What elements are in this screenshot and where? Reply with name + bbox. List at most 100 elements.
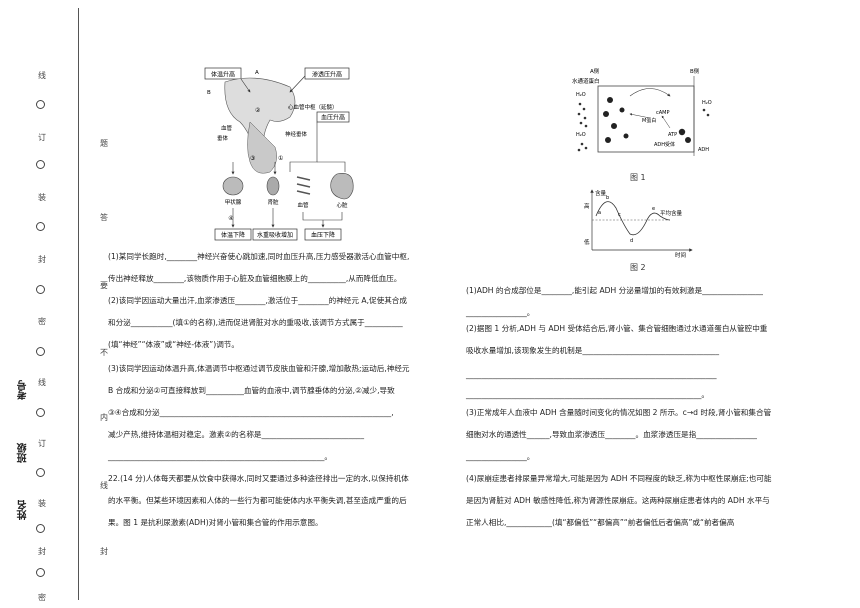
label-thyroid: 甲状腺 (225, 198, 242, 206)
xingming-label: 姓名 (18, 500, 29, 520)
fig2-pt-a: a (598, 210, 601, 216)
label-pituitary: 垂体 (217, 134, 229, 142)
question-line: ________________________________________… (108, 452, 333, 461)
question-line: 传出神经释放________,该物质作用于心脏及血管细胞膜上的_________… (108, 274, 402, 283)
fig1-h2o-b: H₂O (702, 100, 712, 106)
fig2-pt-c: c (618, 212, 621, 218)
question-line: ③④合成和分泌_________________________________… (108, 408, 394, 417)
binding-circle (36, 160, 45, 169)
question-line: 果。图 1 是抗利尿激素(ADH)对肾小管和集合管的作用示意图。 (108, 518, 323, 527)
binding-circle (36, 285, 45, 294)
question-line: 正常人相比,____________(填“都偏低”“都偏高”“前者偏低后者偏高”… (466, 518, 735, 527)
inner-warning-char: 答 (100, 213, 108, 222)
kidney-shape (266, 176, 280, 196)
label-vessel: 血管 (221, 124, 233, 132)
box-bp: 血压升高 (321, 114, 345, 122)
binding-circle (36, 408, 45, 417)
regulation-diagram: 体温升高 渗透压升高 A B 心血管中枢（延髓） 血压升高 血管 垂体 神经垂体… (204, 67, 354, 241)
fig1-side-b: B侧 (690, 67, 700, 75)
box-out2: 水重吸收增加 (257, 231, 293, 239)
binding-circle (36, 568, 45, 577)
fig2-pt-e: e (652, 206, 655, 212)
binding-mark: 封 (38, 547, 46, 556)
fig1-adh: ADH (698, 147, 709, 153)
mark-c3: ③ (250, 155, 255, 162)
box-out3: 血压下降 (311, 231, 335, 239)
adh-mechanism-figure: A侧 B侧 水通道蛋白 H₂O H₂O H₂O cAMP M蛋白 ATP ADH… (572, 67, 712, 156)
question-line: (填“神经”“体液”或“神经-体液”)调节。 (108, 340, 239, 349)
question-line: (2)据图 1 分析,ADH 与 ADH 受体结合后,肾小管、集合管细胞通过水通… (466, 324, 768, 333)
binding-mark: 密 (38, 593, 46, 602)
mark-c1: ① (278, 155, 283, 162)
fig2-pt-d: d (630, 238, 633, 244)
fig1-h2o-a1: H₂O (576, 92, 586, 98)
question-line: ________________。 (466, 308, 535, 317)
label-nerve: 神经垂体 (285, 130, 308, 138)
binding-mark: 线 (38, 71, 46, 80)
water-dots (577, 102, 710, 152)
question-line: ________________。 (466, 452, 535, 461)
question-line: 是因为肾脏对 ADH 敏感性降低,称为肾源性尿崩症。这两种尿崩症患者体内的 AD… (466, 496, 770, 505)
binding-circle (36, 222, 45, 231)
fig1-camp: cAMP (656, 110, 670, 116)
binding-mark: 封 (38, 255, 46, 264)
question-line: 减少产热,维持体温相对稳定。激素②的名称是___________________… (108, 430, 365, 439)
mark-b: B (207, 90, 211, 96)
fig2-pt-b: b (606, 195, 609, 201)
mark-c2: ② (255, 107, 261, 114)
binding-mark: 订 (38, 133, 46, 142)
binding-mark: 线 (38, 378, 46, 387)
inner-warning-char: 内 (100, 413, 108, 422)
question-line: ________________________________________… (466, 370, 717, 379)
question-line: 的水平衡。但某些环境因素和人体的一些行为都可能使体内水平衡失调,甚至造成严重的后 (108, 496, 407, 505)
adh-curve-figure: 含量 高 低 时间 平均含量 a b c d e (584, 189, 693, 258)
inner-warning-char: 要 (100, 281, 108, 290)
vessel-shape (296, 176, 311, 195)
fig1-h2o-a2: H₂O (576, 132, 586, 138)
fig1-side-a: A侧 (590, 67, 600, 75)
fig1-receptor: ADH受体 (654, 141, 675, 148)
mark-a: A (255, 70, 259, 76)
question-line: (3)正常成年人血液中 ADH 含量随时间变化的情况如图 2 所示。c→d 时段… (466, 408, 772, 417)
question-line: 吸收水量增加,该现象发生的机制是________________________… (466, 346, 720, 355)
fig1-atp: ATP (668, 132, 677, 138)
thyroid-shape (222, 176, 244, 196)
kaohao-label: 考号 (18, 380, 29, 400)
fig2-y-low: 低 (584, 238, 590, 246)
fig2-avg: 平均含量 (660, 209, 683, 217)
label-center: 心血管中枢（延髓） (288, 103, 338, 111)
inner-warning-char: 封 (100, 547, 108, 556)
vesicles (603, 97, 691, 143)
binding-line (78, 8, 79, 600)
fig1-channel: 水通道蛋白 (572, 77, 600, 85)
binding-circle (36, 100, 45, 109)
fig2-y-high: 高 (584, 202, 590, 210)
question-line: B 合成和分泌②可直接释放到__________血管的血液中,调节腺垂体的分泌,… (108, 386, 395, 395)
binding-circle (36, 468, 45, 477)
binding-mark: 装 (38, 499, 46, 508)
label-kidney: 肾脏 (267, 198, 279, 206)
question-line: (2)该同学因运动大量出汗,血浆渗透压________,激活位于________… (108, 296, 407, 305)
question-line: 22.(14 分)人体每天都要从饮食中获得水,同时又要通过多种途径排出一定的水,… (108, 474, 409, 483)
binding-mark: 装 (38, 193, 46, 202)
fig1-caption: 图 1 (630, 173, 646, 182)
heart-shape (330, 173, 354, 200)
binding-mark: 密 (38, 317, 46, 326)
binding-circle (36, 347, 45, 356)
box-out1: 体温下降 (221, 231, 245, 239)
fig2-ylabel: 含量 (595, 189, 607, 197)
question-line: (3)该同学因运动体温升高,体温调节中枢通过调节皮肤血管和汗腺,增加散热;运动后… (108, 364, 410, 373)
fig2-xlabel: 时间 (675, 251, 686, 258)
fig2-curve (595, 201, 671, 236)
mark-c4: ④ (228, 215, 233, 222)
binding-circle (36, 524, 45, 533)
inner-warning-char: 题 (100, 139, 108, 148)
question-line: 细胞对水的通透性______,导致血浆渗透压________。血浆渗透压是指__… (466, 430, 757, 439)
question-line: (1)ADH 的合成部位是________,能引起 ADH 分泌量增加的有效刺激… (466, 286, 763, 295)
banji-label: 班级 (18, 443, 29, 463)
question-line: (1)某同学长跑时,________神经兴奋使心跳加速,同时血压升高,压力感受器… (108, 252, 410, 261)
fig1-mprotein: M蛋白 (642, 117, 656, 124)
box-osmotic: 渗透压升高 (312, 71, 342, 79)
label-vessel-2: 血管 (297, 201, 309, 209)
fig2-caption: 图 2 (630, 263, 646, 272)
